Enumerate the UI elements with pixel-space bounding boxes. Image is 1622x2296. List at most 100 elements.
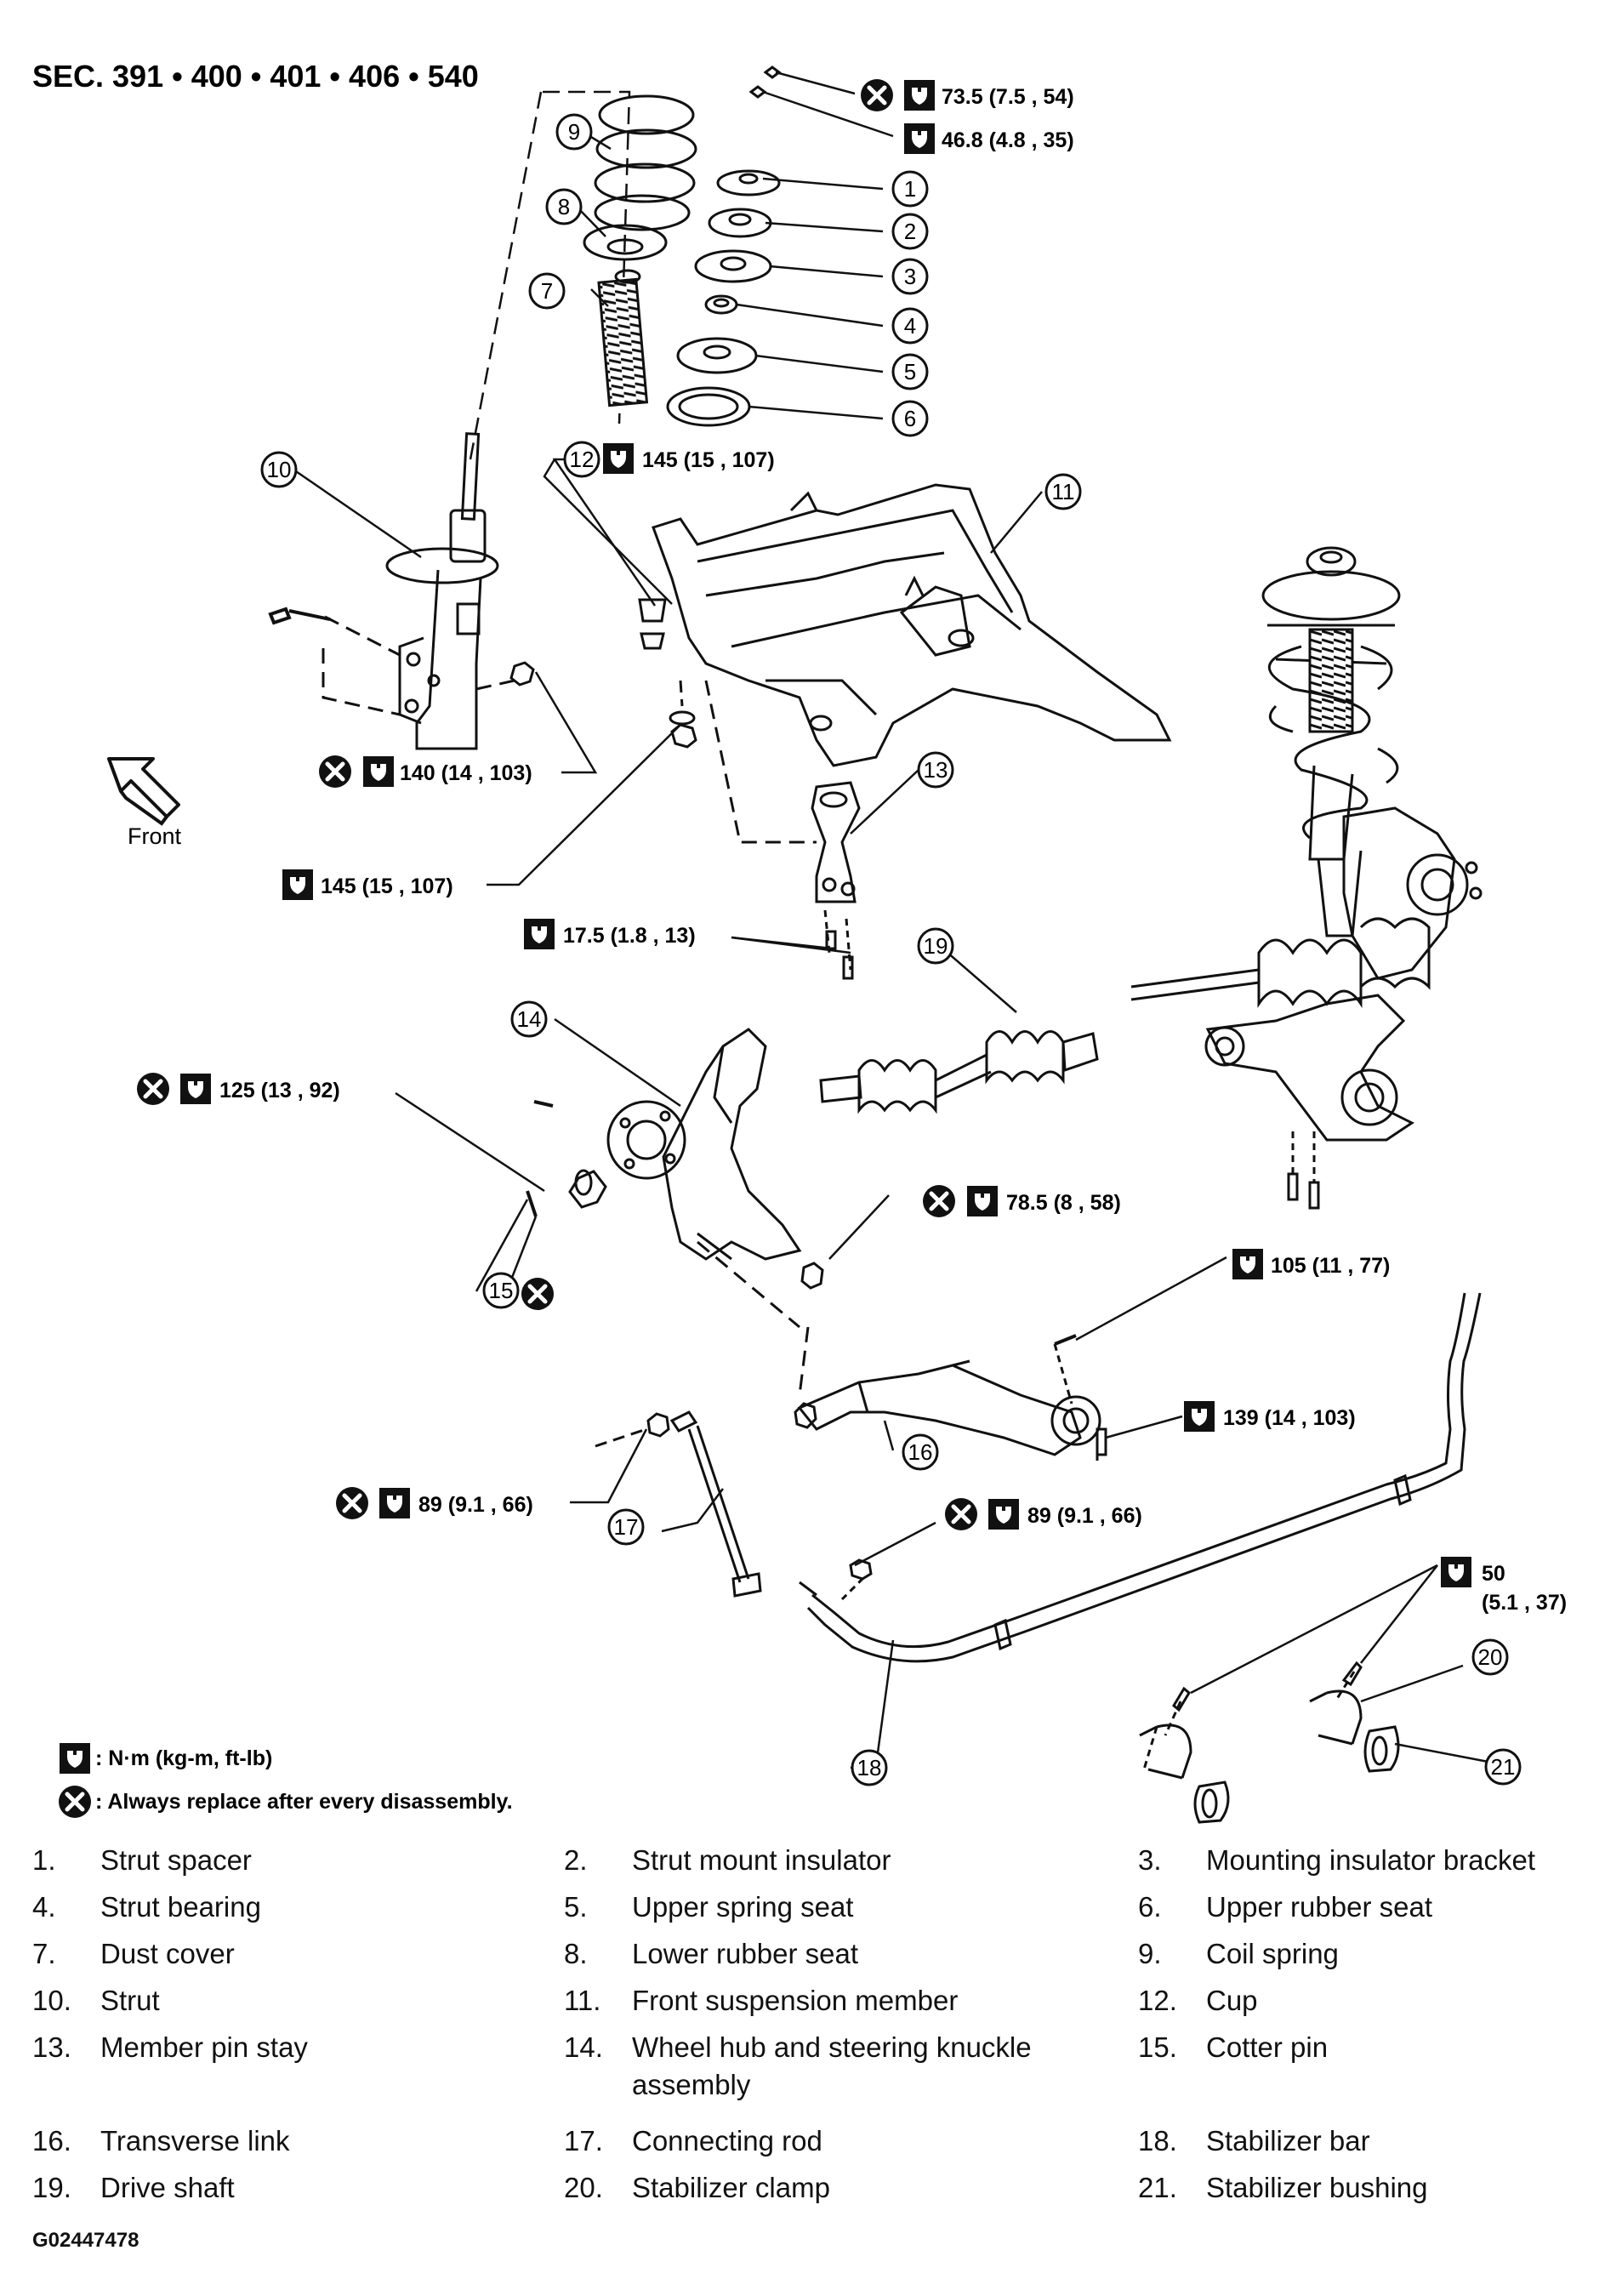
svg-text:140 (14 , 103): 140 (14 , 103) bbox=[400, 761, 532, 785]
callout-3: 3 bbox=[891, 258, 929, 295]
callout-16: 16 bbox=[902, 1433, 939, 1471]
dust-cover-part bbox=[597, 269, 649, 407]
callout-number: 10 bbox=[267, 457, 292, 482]
callout-number: 20 bbox=[1478, 1644, 1503, 1670]
part-number: 18. bbox=[1138, 2125, 1177, 2156]
torque-spec-89-right: 89 (9.1 , 66) bbox=[945, 1498, 1142, 1530]
part-number: 6. bbox=[1138, 1891, 1162, 1923]
part-number: 13. bbox=[32, 2031, 71, 2063]
callout-9: 9 bbox=[555, 113, 593, 151]
callout-10: 10 bbox=[260, 451, 298, 488]
callout-number: 3 bbox=[904, 264, 916, 289]
torque-spec-17-5: 17.5 (1.8 , 13) bbox=[524, 919, 696, 949]
callout-number: 6 bbox=[904, 406, 916, 431]
svg-text:73.5 (7.5 , 54): 73.5 (7.5 , 54) bbox=[942, 85, 1074, 109]
coil-spring-part bbox=[594, 94, 697, 231]
callout-number: 18 bbox=[857, 1755, 882, 1780]
part-number: 8. bbox=[564, 1938, 588, 1969]
callout-number: 17 bbox=[614, 1514, 639, 1540]
part-number: 4. bbox=[32, 1891, 56, 1923]
part-name: Strut bearing bbox=[100, 1891, 261, 1923]
svg-text:89 (9.1 , 66): 89 (9.1 , 66) bbox=[1027, 1504, 1142, 1528]
callout-14: 14 bbox=[510, 1000, 548, 1038]
torque-spec-145-top: 145 (15 , 107) bbox=[603, 443, 775, 474]
svg-text:125 (13 , 92): 125 (13 , 92) bbox=[219, 1079, 340, 1102]
stabilizer-clamp-part bbox=[1139, 1661, 1363, 1780]
callout-number: 12 bbox=[570, 447, 595, 472]
suspension-member-part bbox=[638, 483, 1172, 844]
svg-text:17.5 (1.8 , 13): 17.5 (1.8 , 13) bbox=[563, 924, 696, 948]
callout-12: 12 bbox=[563, 441, 600, 478]
part-name: Wheel hub and steering knuckle assembly bbox=[632, 2031, 1032, 2100]
torque-spec-105: 105 (11 , 77) bbox=[1232, 1249, 1390, 1279]
callout-2: 2 bbox=[891, 213, 929, 250]
section-header: SEC. 391 • 400 • 401 • 406 • 540 bbox=[32, 59, 479, 94]
part-name: Strut bbox=[100, 1985, 160, 2016]
callout-21: 21 bbox=[1484, 1748, 1522, 1786]
callout-number: 1 bbox=[904, 176, 916, 202]
callout-number: 15 bbox=[489, 1278, 514, 1303]
front-label: Front bbox=[128, 823, 182, 849]
torque-spec-140: 140 (14 , 103) bbox=[319, 755, 532, 788]
callout-number: 7 bbox=[541, 278, 553, 304]
callout-number: 4 bbox=[904, 313, 916, 339]
svg-text:89 (9.1 , 66): 89 (9.1 , 66) bbox=[418, 1493, 533, 1517]
torque-spec-78-5: 78.5 (8 , 58) bbox=[923, 1185, 1121, 1217]
part-name: Stabilizer bushing bbox=[1206, 2172, 1428, 2203]
callout-number: 13 bbox=[924, 757, 948, 783]
callout-20: 20 bbox=[1471, 1638, 1509, 1676]
callout-1: 1 bbox=[891, 170, 929, 208]
part-number: 9. bbox=[1138, 1938, 1162, 1969]
member-pin-stay-part bbox=[811, 781, 861, 980]
drive-shaft-part bbox=[819, 1030, 1099, 1114]
part-name: Cup bbox=[1206, 1985, 1258, 2016]
part-name: Cotter pin bbox=[1206, 2031, 1329, 2063]
callout-4: 4 bbox=[891, 307, 929, 345]
part-name: Strut spacer bbox=[100, 1844, 252, 1876]
torque-spec-73-5: 73.5 (7.5 , 54) bbox=[861, 79, 1074, 111]
svg-text:145 (15 , 107): 145 (15 , 107) bbox=[321, 875, 453, 898]
part-number: 16. bbox=[32, 2125, 71, 2156]
callout-17: 17 bbox=[607, 1508, 645, 1546]
part-number: 17. bbox=[564, 2125, 603, 2156]
part-number: 3. bbox=[1138, 1844, 1162, 1876]
torque-spec-89-left: 89 (9.1 , 66) bbox=[336, 1487, 533, 1519]
transverse-link-part bbox=[794, 1326, 1107, 1463]
part-number: 10. bbox=[32, 1985, 71, 2016]
part-name: Transverse link bbox=[100, 2125, 290, 2156]
callout-number: 5 bbox=[904, 359, 916, 385]
torque-spec-50: 50 (5.1 , 37) bbox=[1441, 1557, 1567, 1615]
front-arrow-icon bbox=[107, 757, 180, 826]
part-name: Member pin stay bbox=[100, 2031, 308, 2063]
callout-8: 8 bbox=[545, 188, 583, 225]
part-number: 2. bbox=[564, 1844, 588, 1876]
part-number: 12. bbox=[1138, 1985, 1177, 2016]
callout-13: 13 bbox=[917, 751, 954, 789]
svg-text:145 (15 , 107): 145 (15 , 107) bbox=[642, 448, 775, 472]
callout-11: 11 bbox=[1044, 473, 1082, 510]
part-number: 11. bbox=[564, 1985, 601, 2016]
callout-15: 15 bbox=[482, 1272, 520, 1309]
stabilizer-bar-part bbox=[799, 1292, 1482, 1663]
svg-text:78.5 (8 , 58): 78.5 (8 , 58) bbox=[1006, 1191, 1121, 1215]
part-name: Strut mount insulator bbox=[632, 1844, 891, 1876]
svg-text:(5.1 , 37): (5.1 , 37) bbox=[1482, 1591, 1567, 1615]
replace-mark-15 bbox=[521, 1278, 554, 1310]
part-number: 1. bbox=[32, 1844, 56, 1876]
part-name: Coil spring bbox=[1206, 1938, 1339, 1969]
part-name: Stabilizer clamp bbox=[632, 2172, 830, 2203]
svg-text:46.8 (4.8 , 35): 46.8 (4.8 , 35) bbox=[942, 128, 1074, 152]
svg-text:50: 50 bbox=[1482, 1562, 1505, 1586]
legend: : N·m (kg-m, ft-lb) : Always replace aft… bbox=[59, 1743, 513, 1818]
legend-replace-note: : Always replace after every disassembly… bbox=[95, 1790, 513, 1814]
callout-6: 6 bbox=[891, 400, 929, 437]
part-number: 19. bbox=[32, 2172, 71, 2203]
part-number: 7. bbox=[32, 1938, 56, 1969]
part-number: 5. bbox=[564, 1891, 588, 1923]
hub-knuckle-part bbox=[526, 1028, 824, 1329]
callout-7: 7 bbox=[528, 272, 566, 310]
callout-number: 2 bbox=[904, 219, 916, 244]
assembled-strut-part bbox=[1130, 546, 1483, 1210]
